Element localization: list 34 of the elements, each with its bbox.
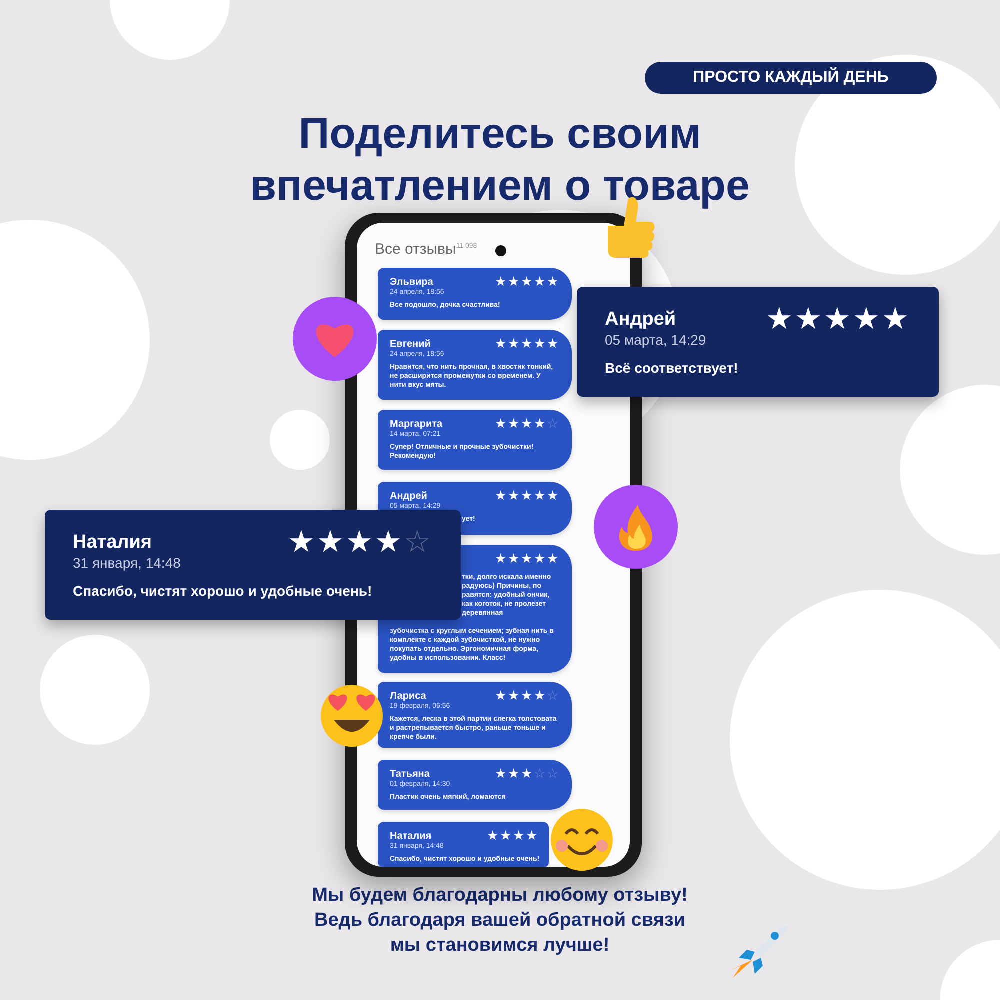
star-rating: ★★★★★ [495, 336, 560, 351]
review-card [378, 760, 572, 810]
review-date: 31 января, 14:48 [73, 555, 181, 571]
star-rating: ★★★★ [487, 828, 539, 843]
reviewer-name: Евгений [390, 339, 431, 350]
closing-message: Мы будем благодарны любому отзыву! Ведь благодаря вашей обратной связи мы становимся лучше! [311, 884, 689, 958]
review-toast [577, 287, 939, 397]
review-text: Всё соответствует! [605, 360, 740, 376]
reviewer-name: Наталия [390, 831, 432, 842]
reviewer-name: Лариса [390, 691, 426, 702]
reviewer-name: Татьяна [390, 769, 430, 780]
review-card [378, 330, 572, 400]
tagline-pill: ПРОСТО КАЖДЫЙ ДЕНЬ [645, 62, 937, 94]
review-card [378, 410, 572, 470]
review-card [378, 822, 549, 867]
star-rating: ★★★★☆ [288, 525, 433, 560]
star-rating: ★★★★★ [495, 551, 560, 566]
star-rating: ★★★★★ [495, 274, 560, 289]
reviewer-name: Андрей [390, 491, 428, 502]
review-date: 05 марта, 14:29 [605, 332, 706, 348]
screen-heading: Все отзывы$^{11 098}$ [375, 241, 478, 258]
star-rating: ★★★★☆ [495, 688, 560, 703]
reviewer-name: Наталия [73, 532, 152, 554]
reviewer-name: Андрей [605, 309, 676, 331]
star-rating: ★★★☆☆ [495, 766, 560, 781]
headline: Поделитесь своим впечатлением о товаре [249, 109, 751, 212]
star-rating: ★★★★★ [766, 302, 911, 337]
review-card [378, 682, 572, 748]
star-rating: ★★★★★ [495, 488, 560, 503]
reviewer-name: Маргарита [390, 419, 443, 430]
review-card [378, 268, 572, 320]
review-toast [45, 510, 461, 620]
star-rating: ★★★★☆ [495, 416, 560, 431]
reviewer-name: Эльвира [390, 277, 434, 288]
